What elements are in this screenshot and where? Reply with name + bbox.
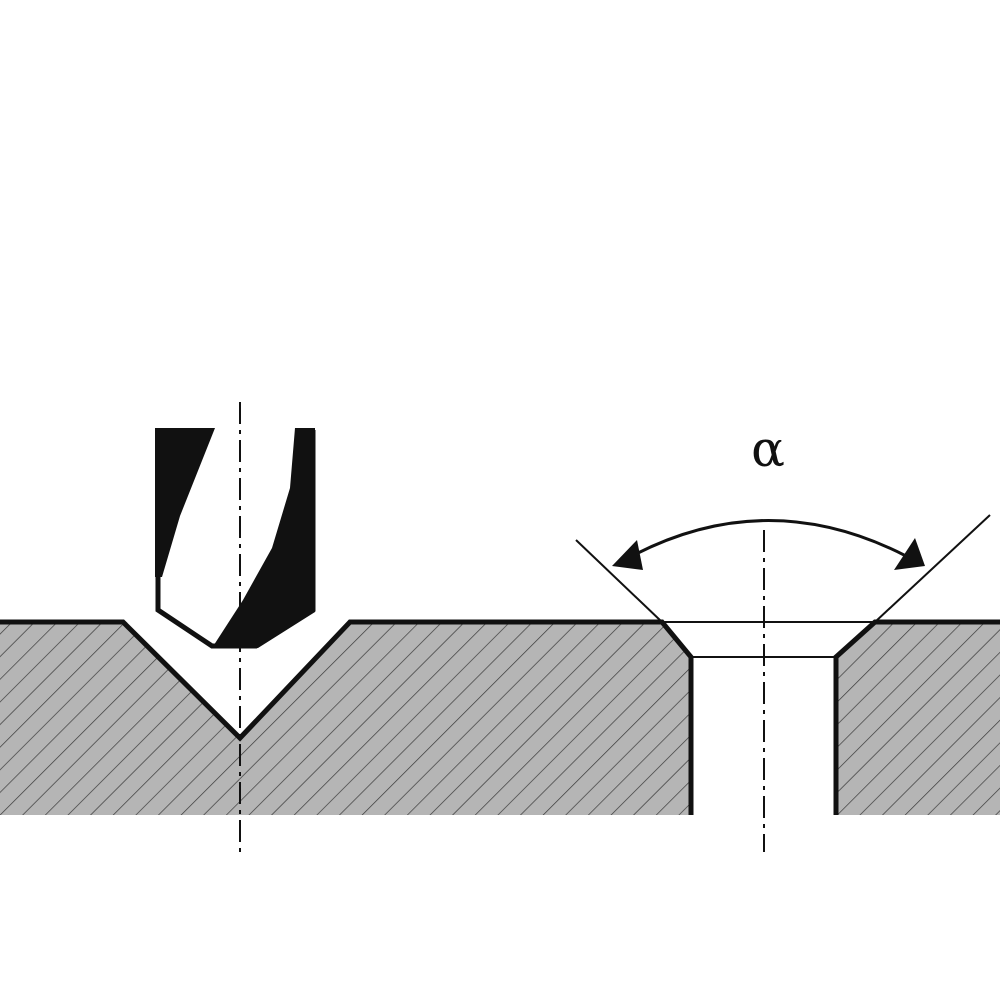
workpiece-left-section — [0, 622, 691, 815]
tool-flute-right — [212, 428, 315, 648]
angle-arc — [631, 519, 907, 558]
countersink-tool — [155, 428, 316, 649]
workpiece-right-outline — [833, 619, 1000, 815]
workpiece-right-section — [836, 622, 1000, 815]
angle-label: α — [751, 420, 785, 478]
arrowhead-right-icon — [894, 538, 925, 570]
cone-extension-left — [575, 539, 663, 623]
tool-flute-left — [155, 428, 215, 577]
arrowhead-left-icon — [612, 540, 643, 570]
cone-extension-right — [874, 514, 991, 623]
